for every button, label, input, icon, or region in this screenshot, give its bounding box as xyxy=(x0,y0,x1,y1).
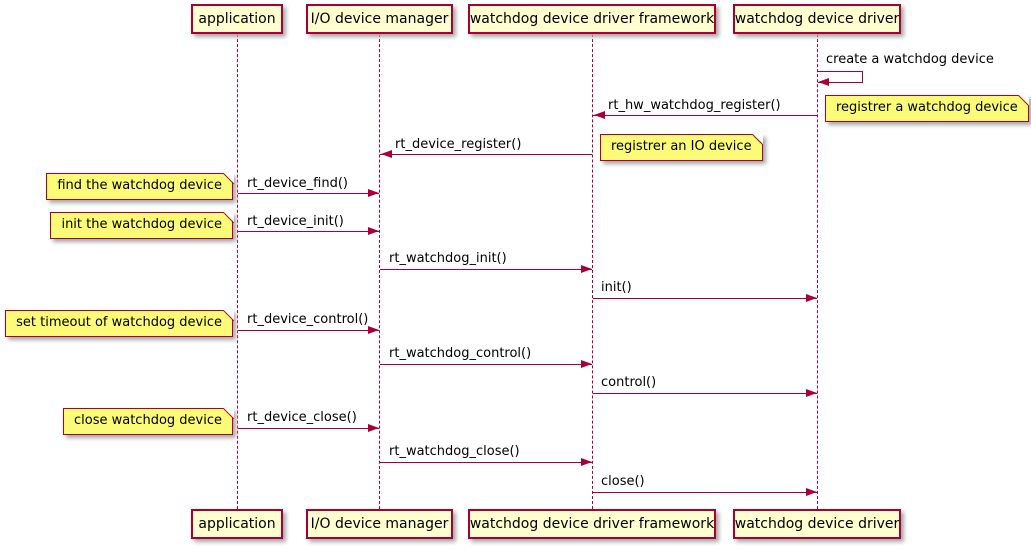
arrowhead-right-icon xyxy=(368,226,379,235)
participant-io-device-manager-bottom: I/O device manager xyxy=(306,509,453,539)
message-hw-register-line xyxy=(593,115,817,116)
note-flap-icon xyxy=(223,211,234,222)
participant-label: watchdog device driver xyxy=(734,11,900,27)
message-device-control-label: rt_device_control() xyxy=(247,312,369,327)
message-device-init-line xyxy=(238,231,379,232)
arrowhead-right-icon xyxy=(581,359,592,368)
message-watchdog-init-label: rt_watchdog_init() xyxy=(389,251,507,266)
message-create-device-label: create a watchdog device xyxy=(826,52,994,67)
arrowhead-left-icon xyxy=(818,77,829,86)
participant-application-top: application xyxy=(191,4,283,34)
arrowhead-right-icon xyxy=(368,325,379,334)
arrowhead-right-icon xyxy=(806,388,817,397)
message-device-find-label: rt_device_find() xyxy=(247,176,348,191)
message-create-device-line-bottom xyxy=(818,82,863,83)
note-flap-icon xyxy=(223,309,234,320)
participant-label: watchdog device driver framework xyxy=(469,11,715,27)
participant-label: watchdog device driver xyxy=(734,516,900,532)
participant-label: watchdog device driver framework xyxy=(469,516,715,532)
message-device-find-line xyxy=(238,193,379,194)
arrowhead-right-icon xyxy=(806,293,817,302)
arrowhead-right-icon xyxy=(806,487,817,496)
message-device-control-line xyxy=(238,330,379,331)
message-watchdog-init-line xyxy=(380,269,592,270)
message-watchdog-close-line xyxy=(380,462,592,463)
message-device-init-label: rt_device_init() xyxy=(247,214,344,229)
message-control-label: control() xyxy=(601,375,657,390)
message-device-close-label: rt_device_close() xyxy=(247,410,357,425)
note-register-watchdog: registrer a watchdog device xyxy=(825,94,1030,122)
arrowhead-right-icon xyxy=(581,457,592,466)
message-init-line xyxy=(593,298,817,299)
lifeline-watchdog-framework xyxy=(592,34,593,509)
message-close-label: close() xyxy=(601,474,645,489)
participant-watchdog-driver-top: watchdog device driver xyxy=(733,4,901,34)
note-flap-icon xyxy=(223,407,234,418)
note-flap-icon xyxy=(1019,94,1030,105)
note-set-timeout: set timeout of watchdog device xyxy=(5,309,234,337)
message-device-close-line xyxy=(238,428,379,429)
lifeline-io-device-manager xyxy=(379,34,380,509)
note-text: close watchdog device xyxy=(74,413,222,428)
participant-watchdog-driver-bottom: watchdog device driver xyxy=(733,509,901,539)
note-text: find the watchdog device xyxy=(57,178,222,193)
note-text: init the watchdog device xyxy=(61,217,222,232)
note-find-device: find the watchdog device xyxy=(46,172,234,200)
participant-watchdog-framework-top: watchdog device driver framework xyxy=(468,4,716,34)
note-close-device: close watchdog device xyxy=(63,407,234,435)
note-text: registrer a watchdog device xyxy=(836,100,1018,115)
message-control-line xyxy=(593,393,817,394)
participant-label: application xyxy=(198,516,276,532)
message-init-label: init() xyxy=(601,280,632,295)
note-init-device: init the watchdog device xyxy=(50,211,234,239)
participant-watchdog-framework-bottom: watchdog device driver framework xyxy=(468,509,716,539)
participant-label: I/O device manager xyxy=(310,11,449,27)
participant-io-device-manager-top: I/O device manager xyxy=(306,4,453,34)
message-device-register-label: rt_device_register() xyxy=(395,137,522,152)
lifeline-application xyxy=(237,34,238,509)
note-text: registrer an IO device xyxy=(611,139,752,154)
arrowhead-left-icon xyxy=(594,110,605,119)
message-create-device-line-side xyxy=(862,71,863,82)
message-device-register-line xyxy=(380,154,592,155)
lifeline-watchdog-driver xyxy=(817,34,818,509)
arrowhead-right-icon xyxy=(368,188,379,197)
note-text: set timeout of watchdog device xyxy=(16,315,222,330)
arrowhead-right-icon xyxy=(368,423,379,432)
arrowhead-left-icon xyxy=(381,149,392,158)
message-watchdog-control-line xyxy=(380,364,592,365)
message-hw-register-label: rt_hw_watchdog_register() xyxy=(608,98,781,113)
note-flap-icon xyxy=(223,172,234,183)
message-close-line xyxy=(593,492,817,493)
arrowhead-right-icon xyxy=(581,264,592,273)
note-flap-icon xyxy=(753,133,764,144)
participant-label: I/O device manager xyxy=(310,516,449,532)
message-create-device-line-top xyxy=(817,71,863,72)
message-watchdog-control-label: rt_watchdog_control() xyxy=(389,346,532,361)
message-watchdog-close-label: rt_watchdog_close() xyxy=(389,444,520,459)
note-register-io: registrer an IO device xyxy=(600,133,764,161)
participant-application-bottom: application xyxy=(191,509,283,539)
participant-label: application xyxy=(198,11,276,27)
